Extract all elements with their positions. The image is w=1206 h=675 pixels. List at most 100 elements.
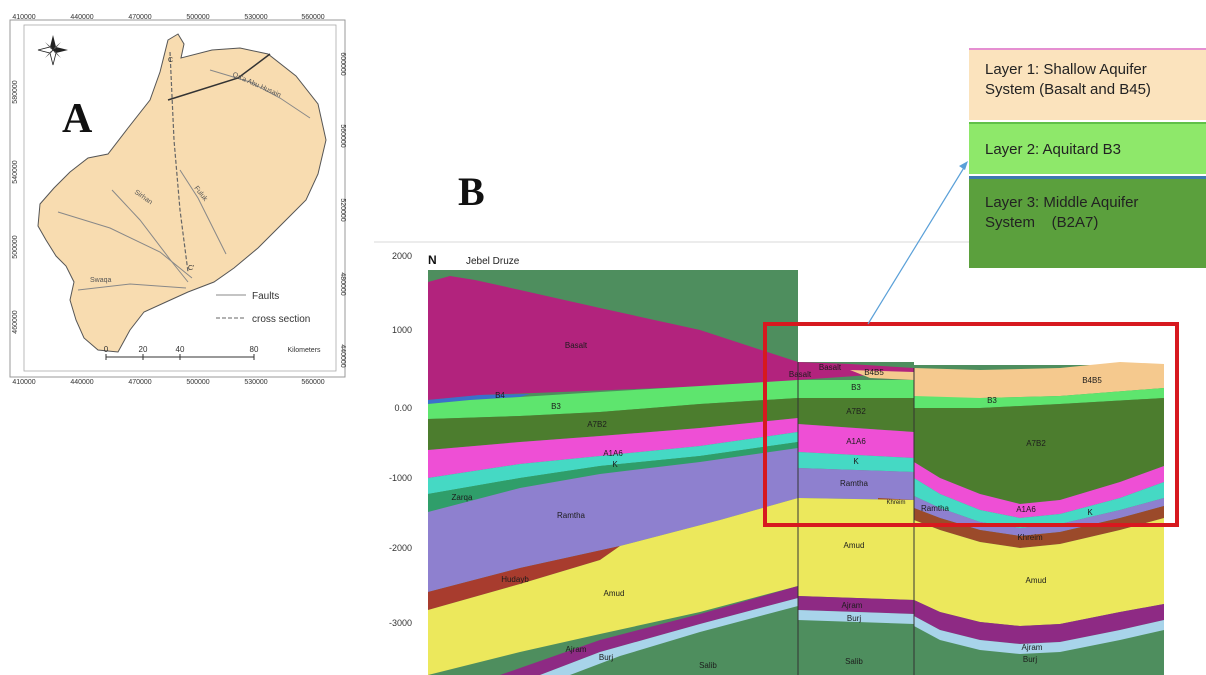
legend-fault-label: Faults [252,291,279,302]
scale-tick: 0 [104,345,109,354]
unit-a7b2 [914,398,1164,504]
unit-ajram [500,586,798,675]
map-y-tick: 540000 [12,160,19,183]
unit-label: Zarqa [452,493,473,502]
map-x-tick: 530000 [244,14,267,21]
unit-label: A1A6 [846,437,866,446]
map-legend: Faults cross section [216,291,310,325]
map-x-tick: 500000 [186,379,209,386]
map-x-tick: 410000 [12,14,35,21]
cross-section-line [169,51,189,273]
unit-label: K [612,460,618,469]
unit-label: B3 [851,383,861,392]
unit-ajram [914,600,1164,644]
unit-label: B3 [551,402,561,411]
unit-a1a6 [798,424,914,458]
fault-line [179,169,227,255]
unit-b4 [428,394,530,404]
unit-label: B3 [987,396,997,405]
unit-label: Amud [604,589,625,598]
unit-label: B4 [495,391,505,400]
legend-layer-1: Layer 1: Shallow Aquifer System (Basalt … [969,48,1206,120]
highlight-box [763,322,1179,527]
map-y-tick: 520000 [339,198,346,221]
north-label: N [428,253,437,267]
fault-label: Swaqa [90,277,112,284]
section-block-right [914,362,1164,675]
unit-label: K [1087,508,1093,517]
fault-line [209,69,311,119]
unit-label: Burj [847,614,861,623]
unit-label: Ajram [566,645,587,654]
map-y-tick: 460000 [12,310,19,333]
legend-layer-3-text: Layer 3: Middle Aquifer System (B2A7) [985,194,1143,231]
unit-a7b2 [798,398,914,432]
unit-label: Salib [699,661,717,670]
unit-label: Burj [599,653,613,662]
fault-line [57,211,193,279]
unit-label: Khreim [886,500,905,506]
unit-b4b5 [914,362,1164,398]
unit-label: Ramtha [921,504,950,513]
unit-basalt [428,276,798,400]
section-y-tick: 0.00 [394,403,412,413]
legend-layer-1-text: Layer 1: Shallow Aquifer System (Basalt … [985,61,1151,98]
scale-tick: 80 [250,345,259,354]
unit-b4b5 [850,370,914,380]
unit-ajram [798,596,914,614]
unit-b3 [428,380,798,419]
unit-label: B4B5 [864,368,884,377]
unit-zarqa [428,442,798,512]
unit-a7b2 [428,398,798,450]
unit-label: K [853,457,859,466]
scale-tick: 20 [139,345,148,354]
legend-layer-2-text: Layer 2: Aquitard B3 [985,141,1121,158]
section-block-left [428,270,798,675]
section-end-c-prime: C' [188,265,194,272]
unit-label: Khreim [1017,533,1043,542]
map-x-tick: 410000 [12,379,35,386]
unit-label: Burj [1023,655,1037,664]
unit-burj [540,598,798,675]
unit-label: Basalt [819,363,842,372]
map-x-tick: 470000 [128,379,151,386]
unit-ramtha [798,468,914,500]
panel-b-cross-section: B 2000 1000 0.00 -1000 -2000 -3000 N Jeb… [374,161,1206,675]
map-y-tick: 560000 [339,124,346,147]
section-block-middle [798,362,914,675]
legend-section-label: cross section [252,314,310,325]
unit-b3 [914,388,1164,408]
unit-k [914,478,1164,528]
north-arrow-icon [37,35,68,66]
map-x-tick: 560000 [301,379,324,386]
unit-label: A7B2 [1026,439,1046,448]
place-label: Jebel Druze [466,256,520,267]
unit-label: Hudayb [501,575,529,584]
unit-label: Ajram [842,601,863,610]
unit-label: Salib [845,657,863,666]
unit-a1a6 [914,462,1164,518]
unit-label: A7B2 [587,420,607,429]
unit-label: Ramtha [557,511,586,520]
unit-burj [798,610,914,624]
unit-amud [428,498,798,675]
section-y-tick: -3000 [389,618,412,628]
unit-amud [914,518,1164,626]
legend-layer-3: Layer 3: Middle Aquifer System (B2A7) [969,176,1206,268]
panel-b-label: B [458,169,485,214]
panel-a-map: 410000 440000 470000 500000 530000 56000… [9,14,346,386]
unit-k [798,452,914,472]
unit-label: A1A6 [603,449,623,458]
unit-label: Amud [1026,576,1047,585]
scale-unit: Kilometers [287,347,321,354]
unit-burj [914,616,1164,654]
basin-polygon [37,33,327,353]
section-y-tick: 2000 [392,251,412,261]
unit-label: A1A6 [1016,505,1036,514]
unit-label: Ramtha [840,479,869,488]
unit-k [428,432,798,494]
section-end-c: C [168,57,173,64]
map-y-tick: 500000 [12,235,19,258]
map-y-tick: 440000 [339,344,346,367]
